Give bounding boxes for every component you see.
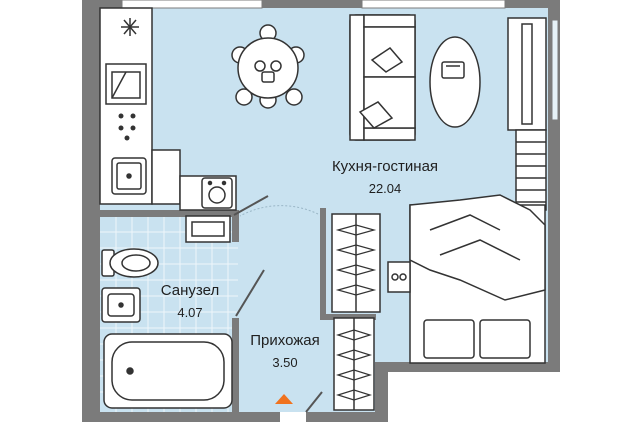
wardrobe-shelf-icon bbox=[515, 129, 547, 211]
bedside-table-icon bbox=[387, 261, 411, 293]
wardrobe-icon bbox=[331, 213, 381, 411]
room-name: Санузел bbox=[160, 282, 220, 299]
bed-icon bbox=[409, 194, 546, 364]
door-arcs bbox=[239, 205, 319, 217]
windows bbox=[121, 0, 559, 121]
kitchen-sink-icon bbox=[111, 157, 147, 195]
room-label-kitchen-living: Кухня-гостиная 22.04 bbox=[300, 158, 470, 198]
dining-table-icon bbox=[231, 24, 305, 109]
room-name: Прихожая bbox=[250, 332, 320, 349]
oven-icon bbox=[105, 63, 147, 105]
cooktop-icon bbox=[118, 113, 136, 141]
door-swings bbox=[233, 195, 323, 413]
bathroom-sink-icon bbox=[101, 287, 141, 323]
tv-stand-icon bbox=[507, 17, 547, 131]
rug-icon bbox=[429, 36, 481, 128]
toilet-icon bbox=[101, 248, 159, 278]
room-label-bathroom: Санузел 4.07 bbox=[140, 282, 240, 322]
room-name: Кухня-гостиная bbox=[331, 158, 439, 175]
fridge-icon bbox=[121, 18, 139, 36]
room-area: 3.50 bbox=[272, 355, 298, 370]
entrance-arrow-icon bbox=[275, 394, 293, 404]
washing-machine-icon bbox=[201, 177, 233, 209]
room-area: 22.04 bbox=[368, 181, 402, 196]
room-label-hallway: Прихожая 3.50 bbox=[232, 332, 338, 372]
sofa-icon bbox=[349, 14, 416, 141]
boiler-icon bbox=[185, 215, 231, 243]
room-area: 4.07 bbox=[177, 305, 203, 320]
hanger-icons bbox=[335, 224, 377, 401]
bathtub-icon bbox=[103, 333, 233, 409]
